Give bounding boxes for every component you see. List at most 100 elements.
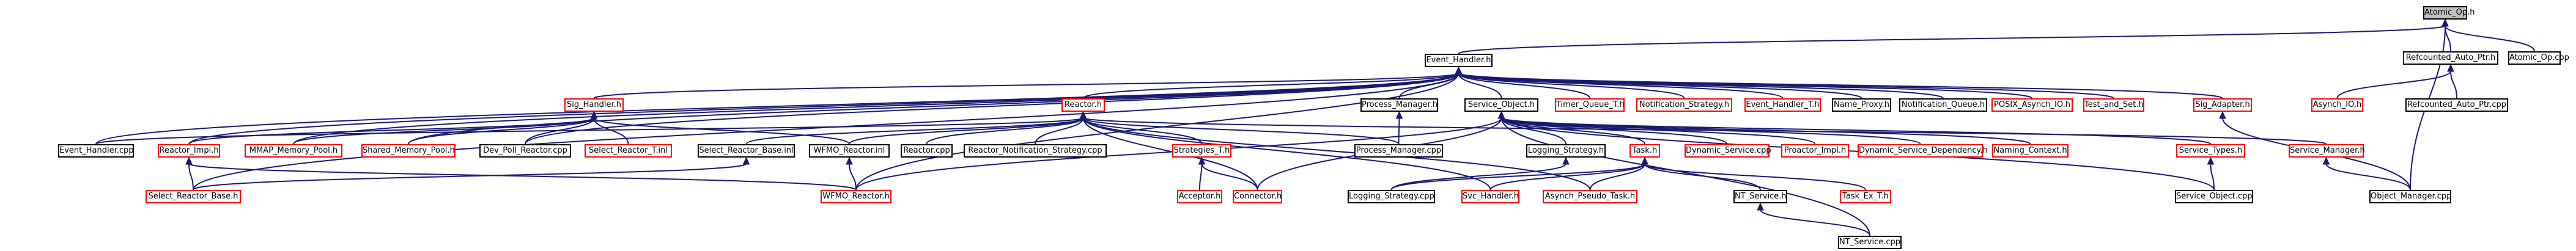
node-proactor-impl-h[interactable]: Proactor_Impl.h [1781,144,1849,158]
edge-service_object_h-to-dynamic_service_cpp [1500,117,1728,145]
edge-arrowhead [1757,202,1764,211]
node-dev-poll-reactor-cpp[interactable]: Dev_Poll_Reactor.cpp [479,144,571,158]
edge-arrowhead [2447,64,2454,72]
node-acceptor-h[interactable]: Acceptor.h [1177,190,1222,203]
node-wfmo-reactor-inl[interactable]: WFMO_Reactor.inl [809,144,890,158]
node-notification-queue-h[interactable]: Notification_Queue.h [1899,98,1987,112]
edge-arrowhead [1455,66,1463,75]
edge-arrowhead [2322,156,2330,165]
node-task-ex-t-h[interactable]: Task_Ex_T.h [1840,190,1891,203]
edge-arrowhead [1641,156,1648,165]
node-dynamic-service-cpp[interactable]: Dynamic_Service.cpp [1685,144,1771,158]
node-connector-h[interactable]: Connector.h [1233,190,1282,203]
node-object-manager-cpp[interactable]: Object_Manager.cpp [2369,190,2451,203]
edge-atomic_op_h-to-event_handler_h [1458,25,2446,54]
edge-event_handler_h-to-wfmo_reactor_h [855,73,1460,191]
edge-event_handler_h-to-service_object_h [1458,73,1502,99]
node-dynamic-service-dependency-h[interactable]: Dynamic_Service_Dependency.h [1858,144,1988,158]
node-strategies-t-h[interactable]: Strategies_T.h [1172,144,1231,158]
edge-event_handler_h-to-sig_adapter_h [1458,73,2223,99]
edge-sig_handler_h-to-shared_memory_pool_h [408,117,595,145]
node-select-reactor-base-inl[interactable]: Select_Reactor_Base.inl [698,144,795,158]
node-reactor-cpp[interactable]: Reactor.cpp [901,144,953,158]
node-sig-adapter-h[interactable]: Sig_Adapter.h [2193,98,2252,112]
edge-atomic_op_h-to-atomic_op_cpp [2445,25,2535,52]
edge-reactor_h-to-select_reactor_base_inl [745,117,1084,145]
edge-service_object_h-to-service_types_h [1500,117,2212,145]
edge-event_handler_h-to-notification_strategy_h [1458,73,1685,99]
node-logging-strategy-h[interactable]: Logging_Strategy.h [1526,144,1606,158]
node-service-object-h[interactable]: Service_Object.h [1464,98,1538,112]
node-test-and-set-h[interactable]: Test_and_Set.h [2083,98,2144,112]
edge-arrowhead [2441,18,2449,27]
edge-sig_handler_h-to-nmap_memory_pool_h [293,117,595,145]
edge-task_h-to-asynch_pseudo_task_h [1589,163,1645,191]
edge-arrowhead [742,156,750,165]
edge-task_h-to-task_ex_t_h [1644,163,1866,191]
edge-logging_strategy_h-to-logging_strategy_cpp [1390,163,1567,191]
node-event-handler-cpp[interactable]: Event_Handler.cpp [58,144,134,158]
node-service-types-h[interactable]: Service_Types.h [2176,144,2245,158]
node-reactor-notification-strategy-cpp[interactable]: Reactor_Notification_Strategy.cpp [964,144,1107,158]
edge-reactor_impl_h-to-select_reactor_base_h [188,163,194,191]
node-posix-asynch-io-h[interactable]: POSIX_Asynch_IO.h [1991,98,2073,112]
node-event-handler-h[interactable]: Event_Handler.h [1425,54,1493,67]
node-nt-service-h[interactable]: NT_Service.h [1733,190,1787,203]
edge-strategies_t_h-to-connector_h [1201,163,1258,191]
node-timer-queue-t-h[interactable]: Timer_Queue_T.h [1555,98,1625,112]
edge-arrowhead [2219,111,2226,119]
edge-service_object_h-to-proactor_impl_h [1500,117,1816,145]
node-select-reactor-base-h[interactable]: Select_Reactor_Base.h [146,190,241,203]
node-select-reactor-t-inl[interactable]: Select_Reactor_T.inl [585,144,672,158]
node-event-handler-t-h[interactable]: Event_Handler_T.h [1744,98,1821,112]
node-wfmo-reactor-h[interactable]: WFMO_Reactor.h [821,190,891,203]
edge-reactor_h-to-event_handler_cpp [95,117,1084,145]
node-atomic-op-h[interactable]: Atomic_Op.h [2423,6,2475,20]
node-asynch-pseudo-task-h[interactable]: Asynch_Pseudo_Task.h [1543,190,1637,203]
node-nt-service-cpp[interactable]: NT_Service.cpp [1838,236,1902,249]
node-reactor-impl-h[interactable]: Reactor_Impl.h [158,144,220,158]
edge-task_h-to-logging_strategy_cpp [1390,163,1645,191]
node-refcounted-auto-ptr-cpp[interactable]: Refcounted_Auto_Ptr.cpp [2405,98,2508,112]
edge-service_object_h-to-logging_strategy_h [1500,117,1567,145]
node-service-object-cpp[interactable]: Service_Object.cpp [2175,190,2253,203]
edge-refcounted_auto_ptr_h-to-refcounted_auto_ptr_cpp [2450,70,2457,99]
edge-arrowhead [185,156,193,165]
edge-arrowhead [590,111,598,119]
graph-edges [95,18,2535,236]
edge-arrowhead [1497,111,1505,119]
edge-reactor_h-to-wfmo_reactor_inl [849,117,1084,145]
node-name-proxy-h[interactable]: Name_Proxy.h [1832,98,1891,112]
node-atomic-op-cpp[interactable]: Atomic_Op.cpp [2508,51,2569,65]
edge-service_manager_h-to-object_manager_cpp [2325,163,2411,191]
node-shared-memory-pool-h[interactable]: Shared_Memory_Pool.h [361,144,456,158]
edge-sig_handler_h-to-reactor_impl_h [188,117,595,145]
node-asynch-io-h[interactable]: Asynch_IO.h [2311,98,2363,112]
node-svc-handler-h[interactable]: Svc_Handler.h [1461,190,1519,203]
edge-wfmo_reactor_inl-to-wfmo_reactor_h [849,163,857,191]
node-sig-handler-h[interactable]: Sig_Handler.h [564,98,624,112]
edge-arrowhead [1198,156,1206,165]
edge-event_handler_h-to-sig_handler_h [593,73,1460,99]
edge-event_handler_h-to-nmap_memory_pool_h [293,73,1460,145]
node-service-manager-h[interactable]: Service_Manager.h [2289,144,2365,158]
edge-arrowhead [846,156,853,165]
edge-reactor_h-to-process_manager_cpp [1082,117,1400,145]
edge-select_reactor_base_inl-to-select_reactor_base_h [193,163,747,191]
edge-reactor_h-to-reactor_notification_strategy_cpp [1035,117,1084,145]
node-notification-strategy-h[interactable]: Notification_Strategy.h [1636,98,1732,112]
edge-service_types_h-to-service_object_cpp [2210,163,2215,191]
edge-nt_service_h-to-nt_service_cpp [1760,209,1870,236]
edge-service_object_h-to-nt_service_cpp [1500,117,1870,236]
node-reactor-h[interactable]: Reactor.h [1061,98,1105,112]
edge-reactor_h-to-reactor_cpp [926,117,1084,145]
node-refcounted-auto-ptr-h[interactable]: Refcounted_Auto_Ptr.h [2403,51,2498,65]
node-naming-context-h[interactable]: Naming_Context.h [1992,144,2069,158]
node-logging-strategy-cpp[interactable]: Logging_Strategy.cpp [1348,190,1435,203]
edge-reactor_impl_h-to-wfmo_reactor_h [188,163,857,191]
node-nmap-memory-pool-h[interactable]: MMAP_Memory_Pool.h [245,144,342,158]
node-process-manager-cpp[interactable]: Process_Manager.cpp [1354,144,1443,158]
node-process-manager-h[interactable]: Process_Manager.h [1360,98,1438,112]
node-task-h[interactable]: Task.h [1629,144,1660,158]
